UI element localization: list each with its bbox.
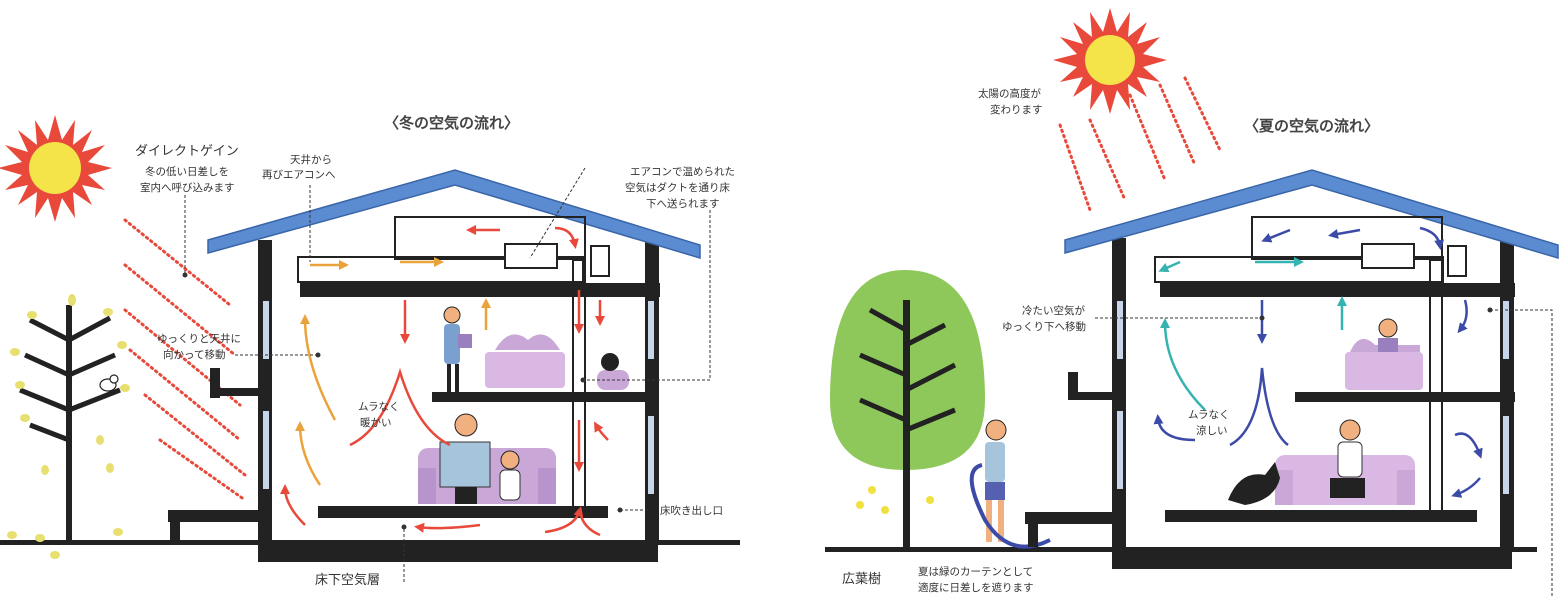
rise-slowly-1: ゆっくりと天井に: [157, 332, 241, 345]
summer-sun-rays: [1058, 76, 1222, 212]
summer-roof: [1064, 169, 1559, 260]
winter-cat-icon: [597, 353, 629, 390]
even-warm-2: 暖かい: [360, 416, 392, 429]
underfloor-layer-label: 床下空気層: [315, 572, 380, 588]
winter-airflow-arrows: [280, 225, 609, 537]
winter-title: 〈冬の空気の流れ〉: [384, 114, 519, 132]
winter-sun-rays: [123, 218, 247, 502]
winter-leader-lines: [184, 167, 711, 582]
winter-father-newspaper: [439, 413, 491, 504]
winter-bed: [485, 334, 565, 388]
summer-title: 〈夏の空気の流れ〉: [1244, 117, 1379, 135]
aircon-duct-1: エアコンで温められた: [630, 166, 735, 178]
direct-gain-desc-2: 室内へ呼び込みます: [140, 181, 235, 194]
direct-gain-label: ダイレクトゲイン: [135, 144, 239, 159]
sun-altitude-2: 変わります: [990, 103, 1043, 116]
tree-desc-2: 適度に日差しを遮ります: [918, 581, 1034, 594]
winter-windows: [261, 299, 656, 496]
tree-desc-1: 夏は緑のカーテンとして: [918, 565, 1033, 578]
even-warm-1: ムラなく: [358, 401, 399, 413]
direct-gain-desc-1: 冬の低い日差しを: [145, 165, 229, 178]
floor-outlet-label: 床吹き出し口: [660, 504, 723, 517]
summer-duct: [1154, 216, 1467, 516]
sun-altitude-1: 太陽の高度が: [978, 87, 1041, 100]
winter-child: [499, 450, 521, 501]
summer-child-waking: [1378, 318, 1398, 352]
summer-leader-lines: [1095, 309, 1553, 598]
aircon-duct-2: 空気はダクトを通り床: [625, 181, 730, 194]
winter-tree-icon: [7, 294, 130, 559]
cool-air-1: 冷たい空気が: [1022, 304, 1085, 317]
summer-tree-icon: [830, 270, 985, 548]
summer-boy-with-hose: [969, 419, 1051, 549]
winter-person-reading: [443, 306, 472, 394]
ceiling-return-2: 再びエアコンへ: [262, 169, 336, 181]
even-cool-1: ムラなく: [1188, 409, 1229, 421]
deciduous-tree-label: 広葉樹: [842, 572, 881, 587]
rise-slowly-2: 向かって移動: [163, 348, 225, 361]
ceiling-return-1: 天井から: [290, 153, 332, 166]
winter-house-structure: [168, 240, 660, 562]
winter-diagram: [0, 115, 740, 582]
summer-sun-icon: [1053, 8, 1167, 114]
winter-roof: [207, 169, 701, 260]
cool-air-2: ゆっくり下へ移動: [1002, 320, 1086, 333]
even-cool-2: 涼しい: [1196, 424, 1228, 437]
summer-windows: [1115, 299, 1511, 496]
summer-diagram: [825, 8, 1559, 598]
summer-woman-sitting: [1330, 419, 1365, 498]
winter-sun-icon: [0, 115, 112, 222]
aircon-duct-3: 下へ送られます: [646, 197, 720, 210]
summer-airflow-arrows: [1153, 226, 1483, 498]
summer-cat-icon: [1228, 462, 1280, 505]
